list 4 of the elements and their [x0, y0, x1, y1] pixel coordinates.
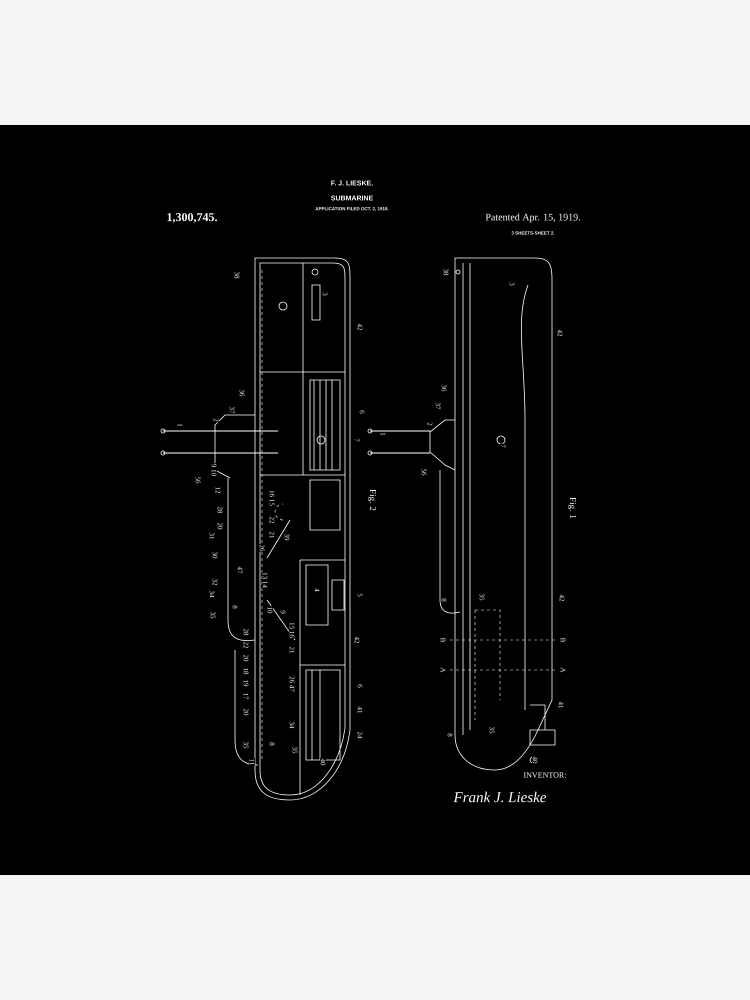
header-text: Patented Apr. 15, 1919.: [486, 213, 580, 223]
signature: Frank J. Lieske: [452, 791, 548, 803]
patent-number: 1,300,745.: [167, 213, 217, 223]
inventor-label: INVENTOR:: [522, 772, 568, 778]
